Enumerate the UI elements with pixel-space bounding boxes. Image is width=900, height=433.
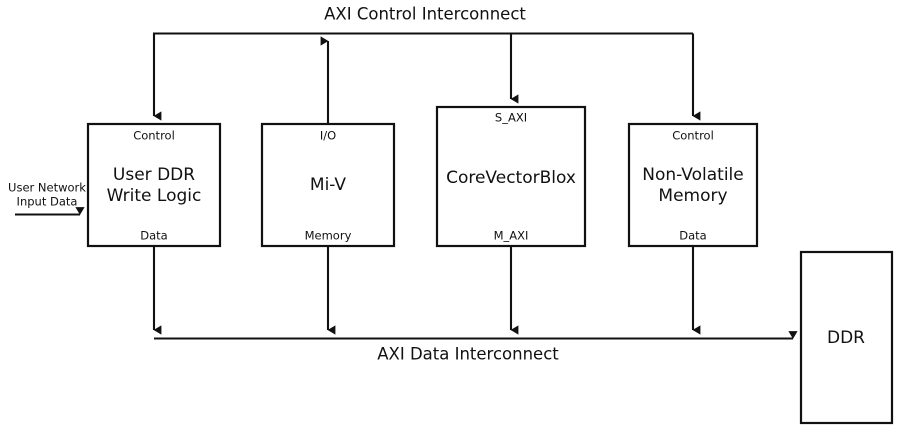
axi-control-interconnect-bus: AXI Control Interconnect (153, 5, 693, 35)
mi-v-top-port-label: I/O (320, 129, 336, 143)
block-corevectorblox[interactable]: S_AXI CoreVectorBlox M_AXI (435, 105, 587, 248)
nvm-title-line1: Non-Volatile (642, 165, 743, 185)
mi-v-title-line1: Mi-V (310, 175, 347, 195)
external-input-label-line1: User Network (8, 181, 86, 195)
mi-v-bottom-port-label: Memory (305, 229, 352, 243)
axi-control-interconnect-label: AXI Control Interconnect (324, 5, 526, 24)
block-non-volatile-memory[interactable]: Control Non-Volatile Memory Data (627, 122, 759, 248)
axi-data-interconnect-bus: AXI Data Interconnect (154, 331, 798, 364)
external-input-connection: User Network Input Data (8, 181, 86, 216)
user-ddr-title-line1: User DDR (113, 165, 195, 185)
user-ddr-write-logic-box[interactable] (86, 122, 222, 248)
non-volatile-memory-box[interactable] (627, 122, 759, 248)
block-user-ddr-write-logic[interactable]: Control User DDR Write Logic Data (86, 122, 222, 248)
axi-data-interconnect-label: AXI Data Interconnect (377, 345, 559, 364)
ddr-box[interactable] (799, 250, 894, 425)
nvm-top-port-label: Control (672, 129, 714, 143)
nvm-bottom-port-label: Data (679, 229, 706, 243)
ddr-title: DDR (827, 328, 865, 348)
block-mi-v[interactable]: I/O Mi-V Memory (260, 122, 396, 248)
nvm-title-line2: Memory (658, 186, 727, 206)
corevectorblox-title-line1: CoreVectorBlox (446, 168, 576, 188)
user-ddr-bottom-port-label: Data (140, 229, 167, 243)
corevectorblox-box[interactable] (435, 105, 587, 248)
user-ddr-top-port-label: Control (133, 129, 175, 143)
corevectorblox-top-port-label: S_AXI (495, 111, 527, 125)
corevectorblox-bottom-port-label: M_AXI (494, 229, 529, 243)
block-ddr[interactable]: DDR (799, 250, 894, 425)
user-ddr-title-line2: Write Logic (107, 186, 202, 206)
external-input-label-line2: Input Data (17, 195, 78, 209)
